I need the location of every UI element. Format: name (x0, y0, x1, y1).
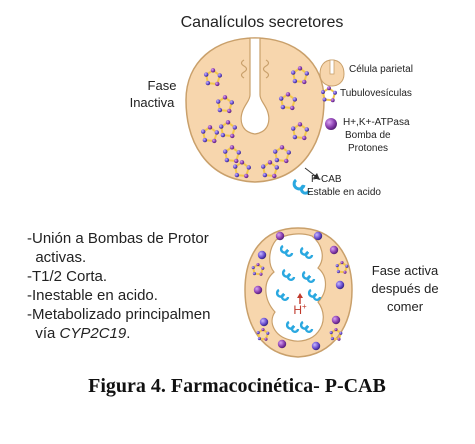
property-line-1: -Unión a Bombas de Protor (27, 230, 209, 247)
h-plus-label: H+ (293, 302, 307, 317)
tubulovesicle-icon (278, 92, 298, 111)
legend-pump-line3: Protones (348, 143, 388, 154)
proton-pump-icon (253, 285, 263, 295)
pcab-molecule-icon (307, 288, 322, 302)
proton-pump-icon (259, 317, 269, 327)
tubulovesicle-icon (335, 261, 349, 274)
tubulovesicle-icon (200, 125, 220, 144)
phase-active-line1: Fase activa (372, 263, 439, 278)
property-line-6: vía CYP2C19. (27, 325, 130, 342)
tubulovesicle-icon (203, 68, 223, 87)
active-parietal-cell: H+ (244, 227, 353, 358)
proton-pump-icon (275, 231, 285, 241)
property-line-6-end: . (126, 325, 130, 342)
legend-pcab-line2: Estable en acido (307, 187, 381, 198)
diagram-title: Canalículos secretores (181, 14, 344, 31)
property-line-6-text: vía (27, 325, 60, 342)
tubulovesicle-icon (290, 66, 310, 85)
membrane-proton-pumps (251, 231, 349, 351)
h-plus-charge: + (302, 302, 307, 311)
parietal-cell-legend-icon (319, 59, 345, 87)
pcab-molecule-icon (279, 244, 294, 258)
pcab-molecule-icon (301, 270, 316, 284)
inactive-parietal-cell (185, 37, 325, 183)
pcab-legend-icon (292, 178, 311, 195)
proton-pump-icon (331, 315, 341, 325)
pcab-molecule-icon (299, 246, 314, 260)
phase-inactive-line1: Fase (148, 78, 177, 93)
pcab-molecule-icon (275, 288, 290, 302)
tubulovesicle-icon (329, 328, 343, 341)
expanded-canaliculus (265, 233, 327, 342)
legend-pump-line2: Bomba de (345, 130, 391, 141)
proton-pump-legend-icon (325, 118, 337, 130)
tubulovesicle-icon (251, 263, 265, 276)
tubulovesicle-icon (215, 95, 235, 114)
proton-pump-icon (257, 250, 267, 260)
proton-pump-icon (311, 341, 321, 351)
tubulovesicle-icon (222, 145, 242, 164)
legend: Célula parietal Tubulovesículas H+,K+-AT… (292, 59, 413, 198)
secretory-canaliculus (240, 37, 270, 135)
inactive-tubulovesicles (200, 66, 310, 179)
tubulovesicle-icon (272, 145, 292, 164)
tubulovesicle-icon (232, 160, 252, 179)
tubulovesicle-icon (290, 122, 310, 141)
phase-active-line2: después de (371, 281, 438, 296)
phase-inactive-line2: Inactiva (130, 95, 176, 110)
pcab-molecule-icon (299, 320, 314, 334)
tubulovesicle-icon (260, 160, 280, 179)
property-line-3: -T1/2 Corta. (27, 268, 107, 285)
figure-caption: Figura 4. Farmacocinética- P-CAB (88, 375, 386, 397)
property-line-5: -Metabolizado principalmen (27, 306, 210, 323)
property-line-4: -Inestable en acido. (27, 287, 158, 304)
h-plus-symbol: H (293, 303, 302, 317)
cyp-enzyme-name: CYP2C19 (60, 325, 127, 342)
legend-parietal-label: Célula parietal (349, 64, 413, 75)
legend-pcab-line1: P-CAB (311, 174, 342, 185)
tubulovesicle-icon (256, 328, 270, 341)
proton-pump-icon (277, 339, 287, 349)
proton-pump-icon (335, 280, 345, 290)
pcab-molecule-icon (285, 320, 300, 334)
proton-pump-icon (329, 245, 339, 255)
legend-pump-line1: H+,K+-ATPasa (343, 117, 410, 128)
proton-pump-icon (313, 231, 323, 241)
bound-pcab-molecules (275, 244, 322, 334)
property-line-2: activas. (27, 249, 86, 266)
tubulovesicle-icon (321, 86, 337, 103)
legend-tubulovesicle-label: Tubulovesículas (340, 88, 412, 99)
tubulovesicle-icon (218, 120, 238, 139)
tubulovesicle-legend-icon (321, 86, 337, 103)
pcab-properties: -Unión a Bombas de Protor activas. -T1/2… (27, 230, 210, 342)
pcab-molecule-icon (281, 268, 296, 282)
phase-active-line3: comer (387, 299, 424, 314)
